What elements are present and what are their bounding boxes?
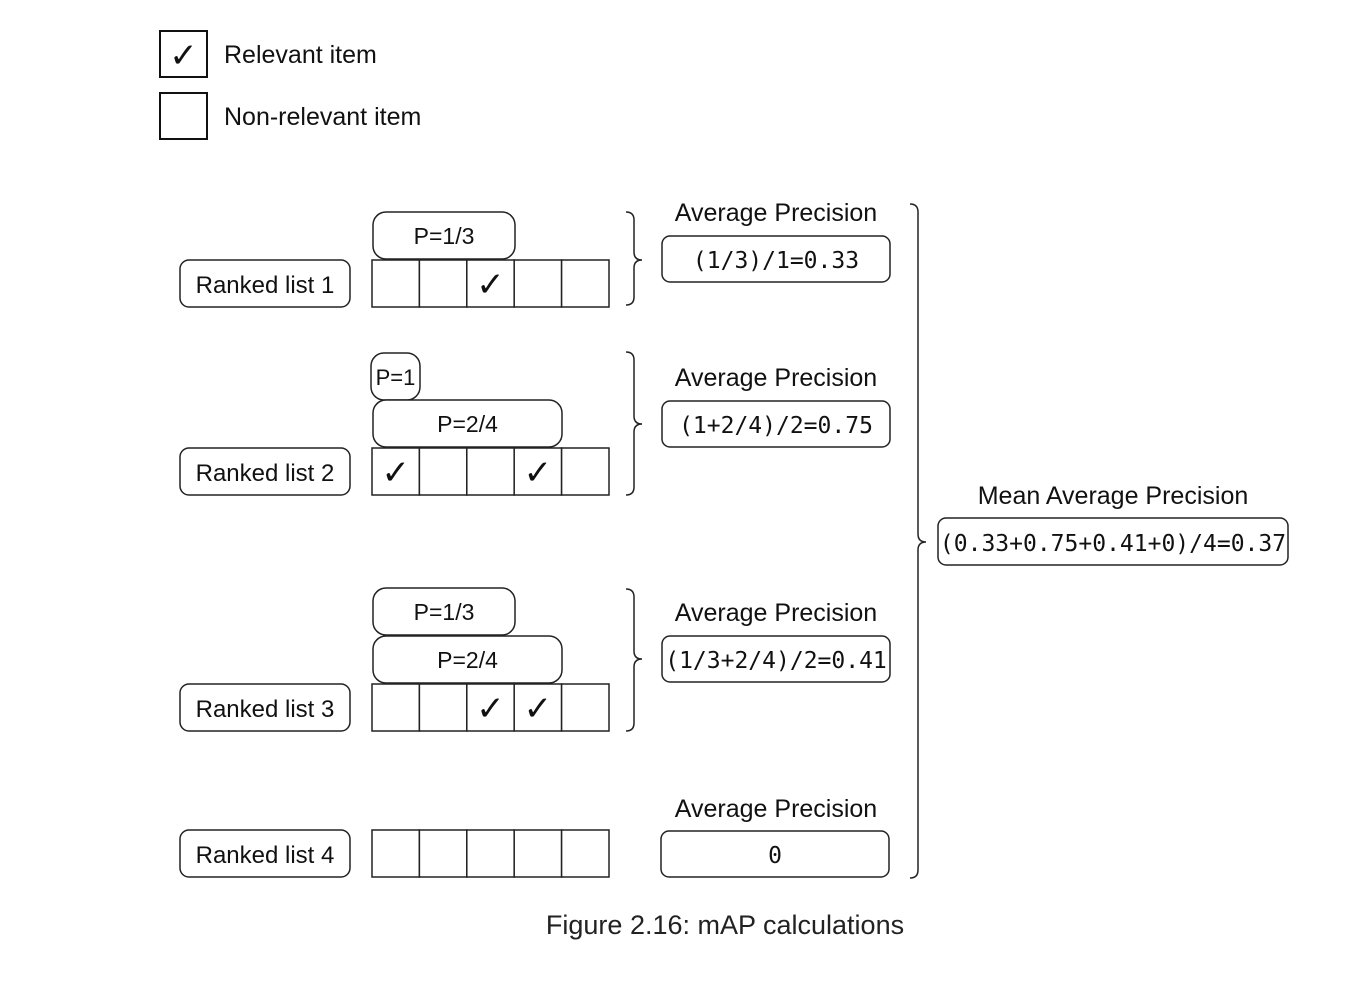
ranked-list-3: Ranked list 3 P=1/3 P=2/4 ✓ ✓ Average Pr… xyxy=(179,587,891,732)
precision-label: P=1/3 xyxy=(414,223,475,249)
item-cell xyxy=(513,447,563,496)
ap-value-box xyxy=(661,635,891,683)
ranked-list-1: Ranked list 1 P=1/3 ✓ Average Precision … xyxy=(179,199,891,308)
check-icon: ✓ xyxy=(524,690,553,728)
legend-nonrelevant-label: Non-relevant item xyxy=(224,103,421,131)
ranked-list-label-box xyxy=(179,447,351,496)
precision-pill xyxy=(372,635,563,684)
item-cell xyxy=(371,683,421,732)
precision-label: P=2/4 xyxy=(437,411,498,437)
precision-pill xyxy=(372,211,516,260)
item-cell xyxy=(513,683,563,732)
ap-title: Average Precision xyxy=(675,599,877,627)
brace xyxy=(625,351,643,496)
legend-nonrelevant-box xyxy=(159,92,208,140)
item-cell xyxy=(418,683,468,732)
ap-title: Average Precision xyxy=(675,199,877,227)
item-cell xyxy=(418,829,468,878)
ranked-list-label: Ranked list 4 xyxy=(196,842,335,869)
check-icon: ✓ xyxy=(476,690,505,728)
item-row: ✓ ✓ xyxy=(371,447,610,496)
precision-label: P=2/4 xyxy=(437,647,498,673)
check-icon: ✓ xyxy=(524,454,553,492)
precision-label: P=1/3 xyxy=(414,599,475,625)
legend-relevant-label: Relevant item xyxy=(224,41,377,69)
item-cell xyxy=(560,259,610,308)
ranked-list-4: Ranked list 4 Average Precision 0 xyxy=(179,795,890,878)
ranked-list-label-box xyxy=(179,829,351,878)
ap-value: (1+2/4)/2=0.75 xyxy=(679,413,873,439)
item-cell xyxy=(466,829,515,878)
mean-average-precision: Mean Average Precision (0.33+0.75+0.41+0… xyxy=(909,203,1289,879)
item-cell xyxy=(466,447,515,496)
item-cell xyxy=(466,683,515,732)
item-cell xyxy=(513,829,563,878)
brace xyxy=(625,211,643,306)
precision-pill xyxy=(372,587,516,636)
map-value-box xyxy=(937,517,1289,566)
ap-value: (1/3)/1=0.33 xyxy=(693,248,859,274)
ap-value-box xyxy=(660,830,890,878)
precision-label: P=1 xyxy=(376,365,416,390)
ap-title: Average Precision xyxy=(675,795,877,823)
ranked-list-label: Ranked list 2 xyxy=(196,460,335,487)
ranked-list-label-box xyxy=(179,683,351,732)
precision-pill xyxy=(372,399,563,448)
check-icon: ✓ xyxy=(476,266,505,304)
legend: ✓ Relevant item Non-relevant item xyxy=(159,30,421,140)
item-cell xyxy=(418,447,468,496)
ranked-list-label-box xyxy=(179,259,351,308)
ap-value-box xyxy=(661,400,891,448)
item-row: ✓ xyxy=(371,259,610,308)
item-cell xyxy=(371,259,421,308)
ranked-list-label: Ranked list 3 xyxy=(196,696,335,723)
map-title: Mean Average Precision xyxy=(978,482,1249,510)
figure-caption: Figure 2.16: mAP calculations xyxy=(545,910,905,940)
item-cell xyxy=(513,259,563,308)
item-cell xyxy=(560,683,610,732)
item-row xyxy=(371,829,610,878)
brace xyxy=(909,203,927,879)
ap-title: Average Precision xyxy=(675,364,877,392)
ap-value: (1/3+2/4)/2=0.41 xyxy=(665,648,887,674)
item-cell xyxy=(418,259,468,308)
check-icon: ✓ xyxy=(169,37,198,75)
item-cell xyxy=(560,829,610,878)
ranked-list-2: Ranked list 2 P=1 P=2/4 ✓ ✓ Average Prec… xyxy=(179,351,891,496)
item-row: ✓ ✓ xyxy=(371,683,610,732)
check-icon: ✓ xyxy=(381,454,410,492)
legend-relevant-box xyxy=(159,30,208,78)
ap-value-box xyxy=(661,235,891,283)
map-value: (0.33+0.75+0.41+0)/4=0.37 xyxy=(940,531,1286,557)
ap-value: 0 xyxy=(768,843,782,869)
ranked-list-label: Ranked list 1 xyxy=(196,272,335,299)
item-cell xyxy=(371,829,421,878)
brace xyxy=(625,588,643,732)
item-cell xyxy=(560,447,610,496)
